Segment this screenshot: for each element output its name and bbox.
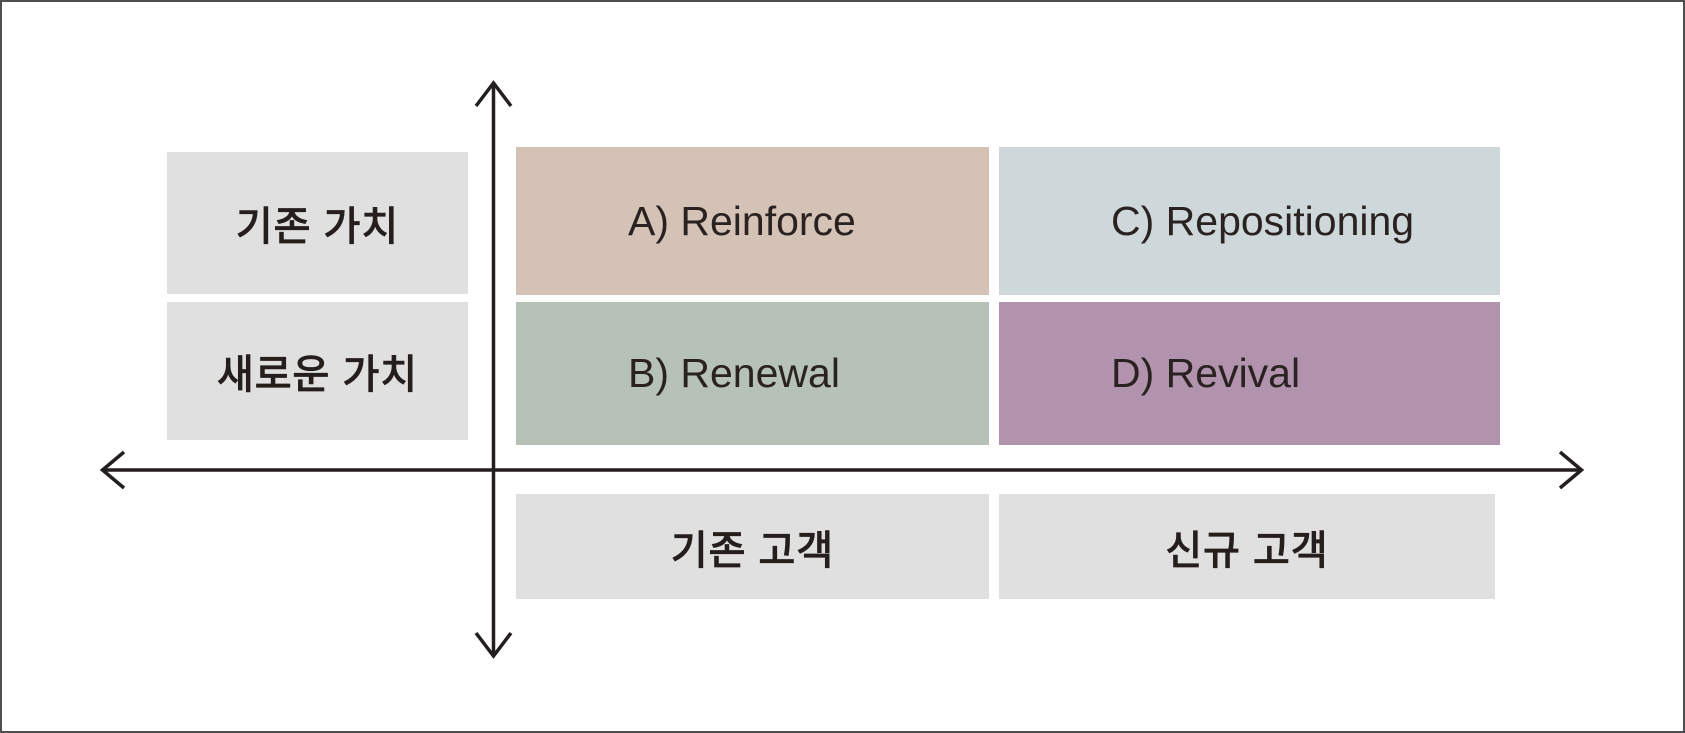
quadrant-c-repositioning: C) Repositioning [999, 147, 1500, 295]
left-arrow-icon [99, 450, 126, 490]
quadrant-b-renewal: B) Renewal [516, 302, 989, 445]
down-arrow-icon [474, 631, 513, 659]
quadrant-b-label: B) Renewal [628, 350, 840, 396]
row-label-box-new-value: 새로운 가치 [167, 302, 468, 440]
row-label-new-value: 새로운 가치 [216, 353, 419, 397]
row-label-existing-value: 기존 가치 [235, 205, 400, 249]
col-label-existing-customer: 기존 고객 [670, 528, 835, 573]
quadrant-d-label: D) Revival [1111, 350, 1301, 396]
quadrant-a-reinforce: A) Reinforce [516, 147, 989, 295]
quadrant-a-label: A) Reinforce [628, 197, 856, 244]
quadrant-d-revival: D) Revival [999, 302, 1500, 445]
col-label-new-customer: 신규 고객 [1165, 528, 1329, 573]
up-arrow-icon [474, 80, 513, 108]
col-label-box-existing-customer: 기존 고객 [516, 494, 989, 599]
quadrant-c-label: C) Repositioning [1111, 197, 1415, 244]
col-label-box-new-customer: 신규 고객 [999, 494, 1495, 599]
right-arrow-icon [1558, 450, 1585, 490]
row-label-box-existing-value: 기존 가치 [167, 152, 468, 294]
